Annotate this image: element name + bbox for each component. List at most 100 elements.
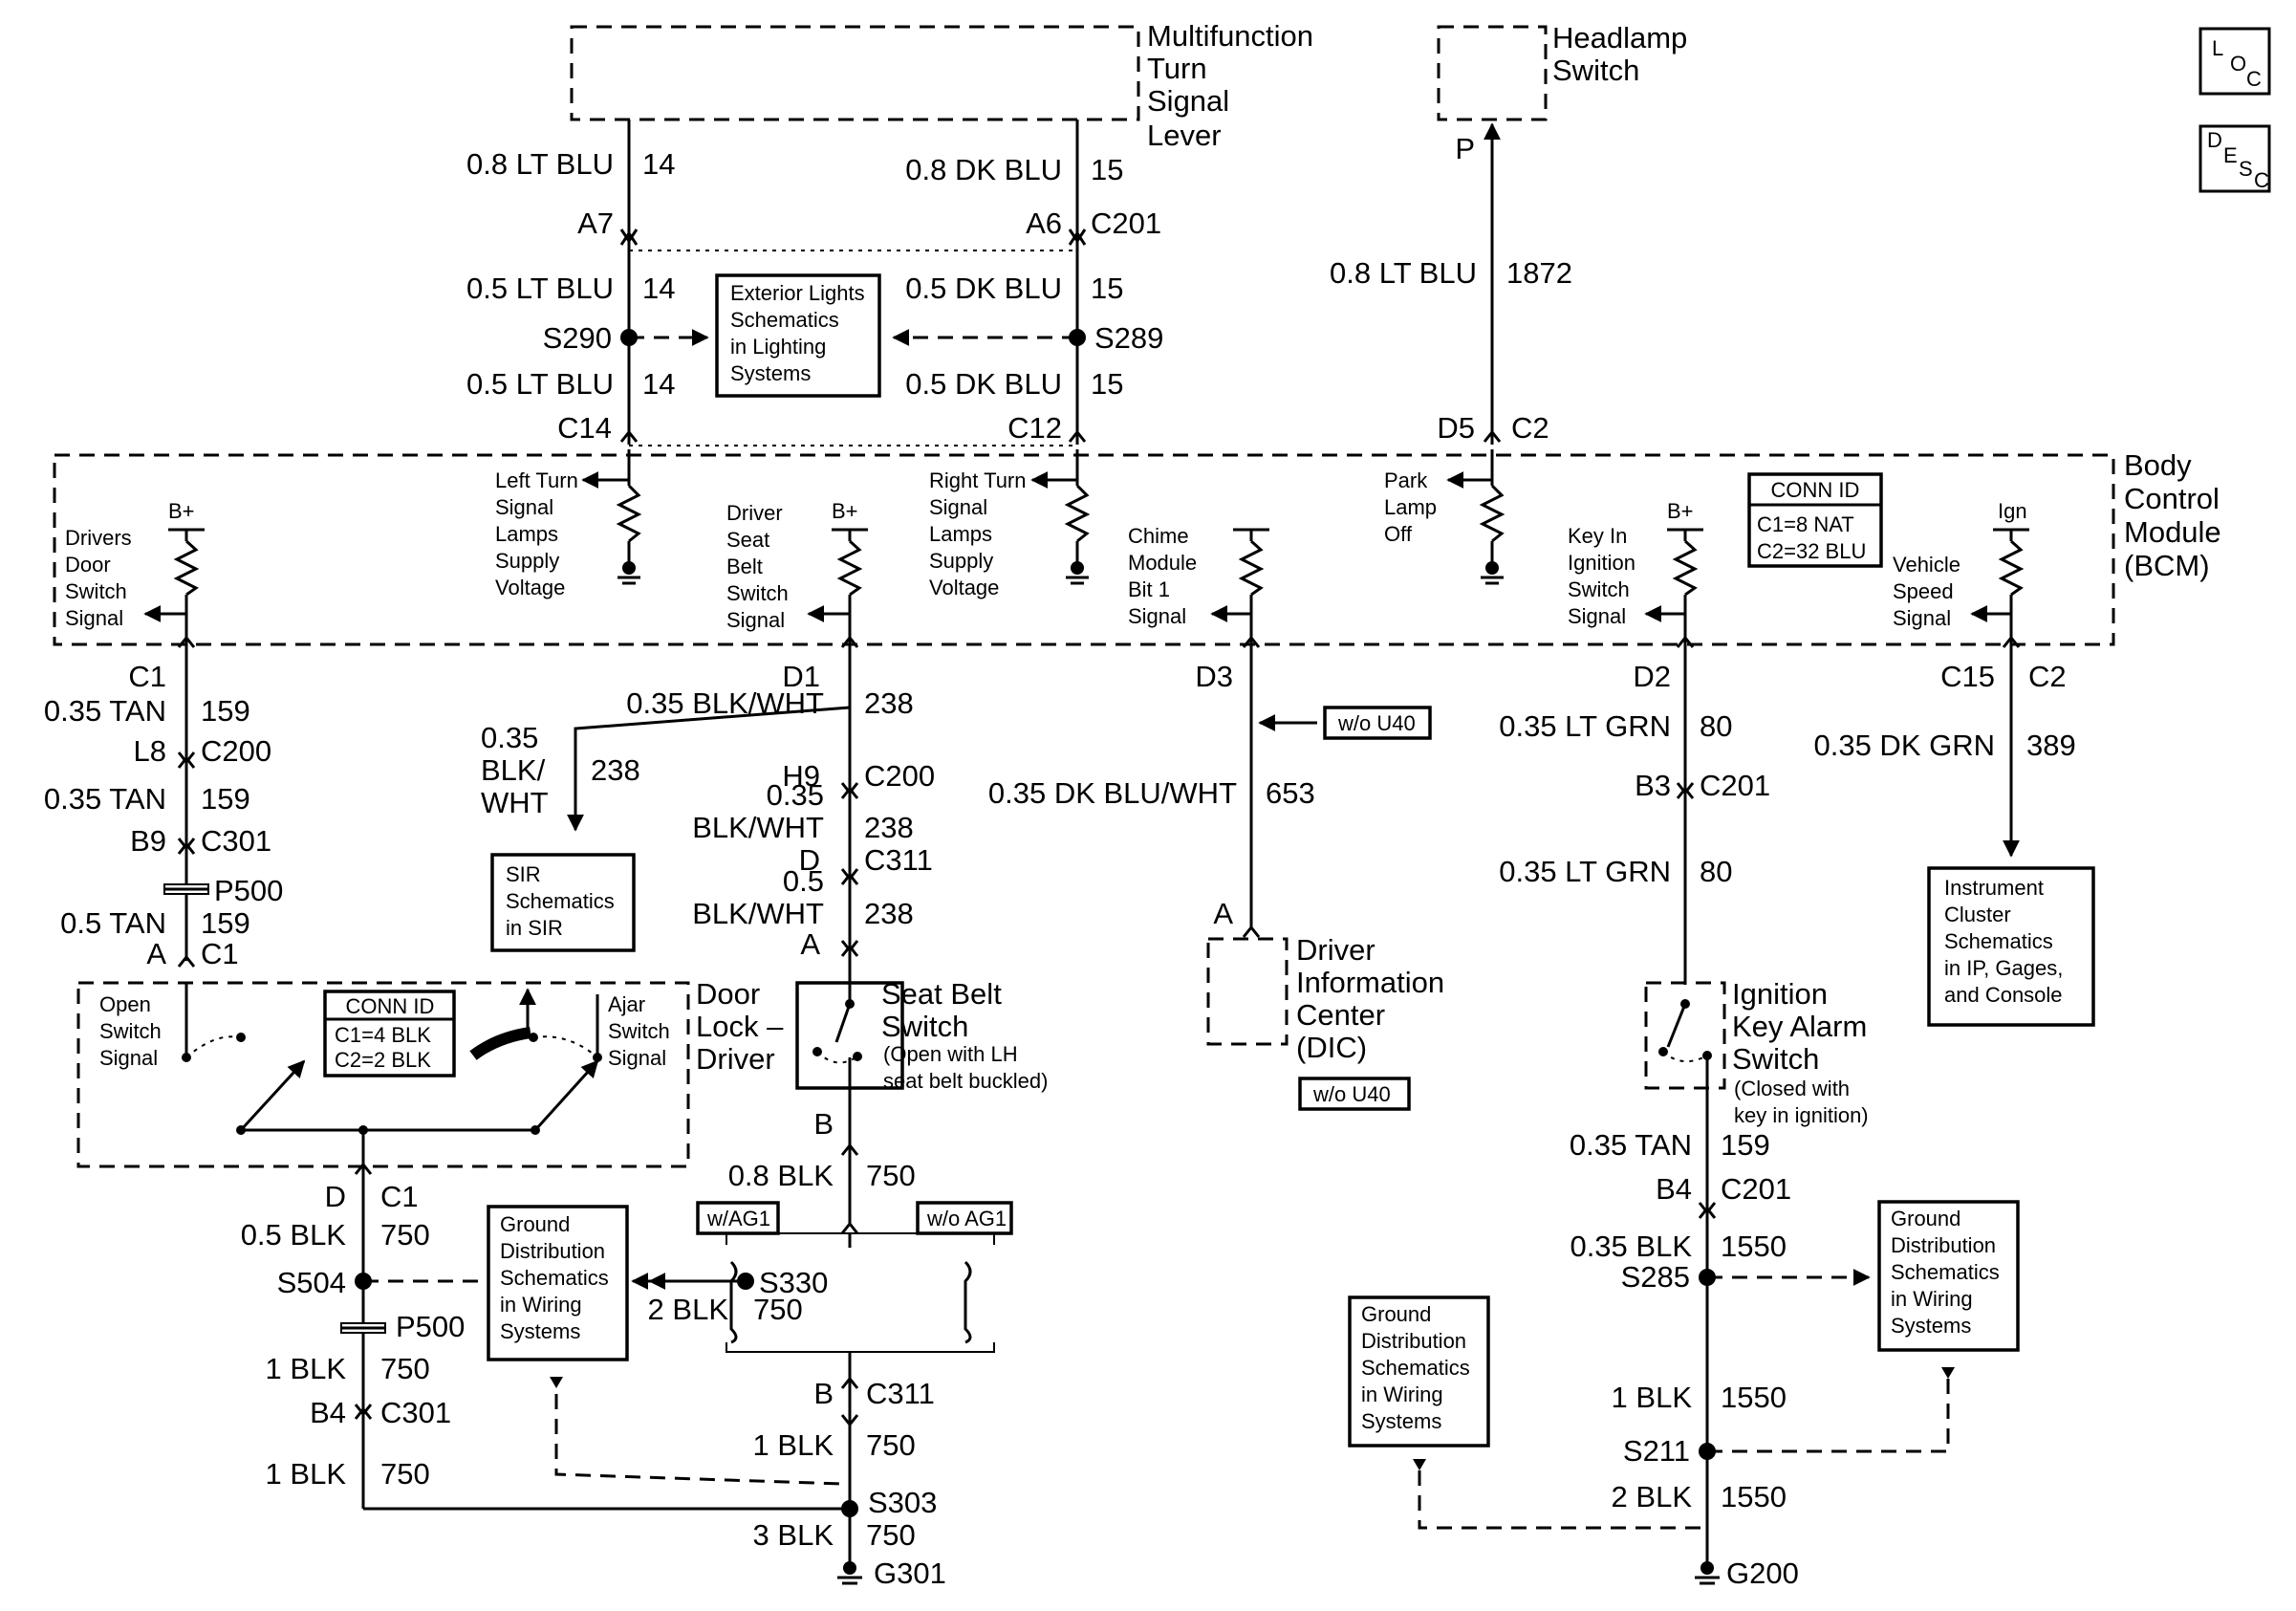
svg-text:0.35 BLK: 0.35 BLK	[1570, 1230, 1692, 1263]
svg-text:D1: D1	[782, 660, 820, 693]
ground-ref-left: Ground Distribution Schematics in Wiring…	[487, 1205, 842, 1486]
svg-text:Open: Open	[99, 992, 151, 1016]
svg-text:Module: Module	[1128, 551, 1197, 575]
svg-text:Schematics: Schematics	[730, 308, 839, 332]
svg-text:Supply: Supply	[929, 549, 993, 573]
svg-text:238: 238	[591, 753, 640, 787]
svg-text:Key Alarm: Key Alarm	[1732, 1010, 1867, 1043]
instrument-cluster-ref: Instrument Cluster Schematics in IP, Gag…	[1927, 866, 2095, 1027]
svg-text:w/o U40: w/o U40	[1337, 711, 1416, 735]
svg-text:159: 159	[201, 906, 250, 940]
svg-text:1550: 1550	[1721, 1480, 1787, 1513]
svg-text:80: 80	[1700, 855, 1732, 888]
svg-text:w/AG1: w/AG1	[706, 1207, 770, 1230]
svg-text:S504: S504	[277, 1266, 346, 1299]
svg-text:S303: S303	[868, 1486, 937, 1519]
svg-text:S: S	[2239, 157, 2253, 181]
svg-text:w/o AG1: w/o AG1	[926, 1207, 1007, 1230]
svg-text:and Console: and Console	[1944, 983, 2063, 1007]
seat-belt-switch: Seat Belt Switch (Open with LH seat belt…	[795, 977, 1048, 1093]
svg-text:Chime: Chime	[1128, 524, 1189, 548]
svg-text:Distribution: Distribution	[1361, 1329, 1466, 1353]
svg-text:Drivers: Drivers	[65, 526, 132, 550]
svg-text:750: 750	[380, 1457, 430, 1491]
svg-text:C2: C2	[1511, 411, 1549, 445]
svg-text:0.8 LT BLU: 0.8 LT BLU	[466, 147, 614, 181]
svg-text:C1: C1	[380, 1180, 419, 1213]
svg-text:Signal: Signal	[929, 495, 987, 519]
svg-text:C311: C311	[864, 843, 933, 877]
svg-text:Voltage: Voltage	[929, 576, 999, 599]
svg-text:C15: C15	[1940, 660, 1995, 693]
svg-text:Signal: Signal	[1568, 604, 1626, 628]
svg-text:L: L	[2212, 36, 2223, 60]
svg-text:S285: S285	[1621, 1260, 1690, 1294]
svg-text:Headlamp: Headlamp	[1552, 21, 1687, 54]
svg-text:D5: D5	[1437, 411, 1475, 445]
svg-text:0.5 LT BLU: 0.5 LT BLU	[466, 367, 614, 401]
svg-text:O: O	[2230, 52, 2246, 76]
driver-information-center: Driver Information Center (DIC)	[1206, 933, 1444, 1064]
svg-text:Switch: Switch	[1568, 577, 1630, 601]
svg-text:L8: L8	[134, 734, 166, 768]
svg-text:80: 80	[1700, 709, 1732, 743]
svg-text:0.5 DK BLU: 0.5 DK BLU	[905, 367, 1062, 401]
svg-text:1872: 1872	[1506, 256, 1572, 290]
svg-text:Module: Module	[2124, 515, 2221, 549]
svg-text:C14: C14	[557, 411, 612, 445]
svg-text:Driver: Driver	[726, 501, 783, 525]
svg-text:Switch: Switch	[65, 579, 127, 603]
svg-text:CONN ID: CONN ID	[346, 994, 435, 1018]
svg-text:S330: S330	[759, 1266, 828, 1299]
svg-text:Supply: Supply	[495, 549, 559, 573]
svg-text:Control: Control	[2124, 482, 2220, 515]
exterior-lights-ref: Exterior Lights Schematics in Lighting S…	[715, 273, 881, 398]
svg-text:in Wiring: in Wiring	[500, 1293, 582, 1317]
svg-text:Lamps: Lamps	[495, 522, 558, 546]
svg-text:Ajar: Ajar	[608, 992, 645, 1016]
svg-text:D: D	[2207, 128, 2222, 152]
svg-text:1550: 1550	[1721, 1381, 1787, 1414]
svg-text:Right Turn: Right Turn	[929, 468, 1027, 492]
svg-text:C1=8 NAT: C1=8 NAT	[1757, 512, 1854, 536]
svg-text:159: 159	[1721, 1128, 1770, 1162]
svg-text:w/o U40: w/o U40	[1312, 1082, 1391, 1106]
svg-text:750: 750	[866, 1159, 916, 1192]
svg-text:G200: G200	[1726, 1557, 1799, 1590]
svg-text:Off: Off	[1384, 522, 1413, 546]
svg-text:Signal: Signal	[1147, 84, 1229, 118]
svg-text:0.35 DK BLU/WHT: 0.35 DK BLU/WHT	[988, 776, 1237, 810]
svg-text:Key In: Key In	[1568, 524, 1627, 548]
headlamp-wire: P 0.8 LT BLU 1872 D5 C2	[1330, 122, 1572, 445]
svg-text:Signal: Signal	[726, 608, 785, 632]
svg-text:C2=2 BLK: C2=2 BLK	[335, 1048, 431, 1072]
svg-text:C: C	[2246, 67, 2262, 91]
svg-text:B+: B+	[1667, 499, 1694, 523]
headlamp-switch: Headlamp Switch	[1437, 21, 1687, 121]
svg-text:1550: 1550	[1721, 1230, 1787, 1263]
svg-text:Exterior Lights: Exterior Lights	[730, 281, 865, 305]
svg-text:0.5: 0.5	[783, 864, 824, 898]
svg-text:Ignition: Ignition	[1568, 551, 1635, 575]
svg-text:S289: S289	[1094, 321, 1163, 355]
svg-text:key in ignition): key in ignition)	[1734, 1103, 1869, 1127]
svg-text:Center: Center	[1296, 998, 1385, 1032]
svg-text:0.35: 0.35	[767, 778, 824, 812]
svg-text:C201: C201	[1700, 769, 1770, 802]
svg-text:A: A	[800, 927, 820, 961]
svg-text:0.35 DK GRN: 0.35 DK GRN	[1813, 729, 1995, 762]
svg-text:A: A	[1213, 897, 1233, 930]
svg-text:in Wiring: in Wiring	[1361, 1382, 1443, 1406]
svg-text:Distribution: Distribution	[1891, 1233, 1996, 1257]
svg-text:1 BLK: 1 BLK	[266, 1352, 347, 1385]
svg-text:0.35 TAN: 0.35 TAN	[44, 782, 166, 816]
svg-text:159: 159	[201, 782, 250, 816]
svg-text:Left Turn: Left Turn	[495, 468, 578, 492]
loc-icon: L O C	[2199, 27, 2271, 96]
svg-text:B3: B3	[1635, 769, 1671, 802]
svg-text:P: P	[1455, 132, 1475, 165]
svg-text:Lamp: Lamp	[1384, 495, 1437, 519]
svg-text:14: 14	[642, 272, 675, 305]
svg-text:Schematics: Schematics	[500, 1266, 609, 1290]
